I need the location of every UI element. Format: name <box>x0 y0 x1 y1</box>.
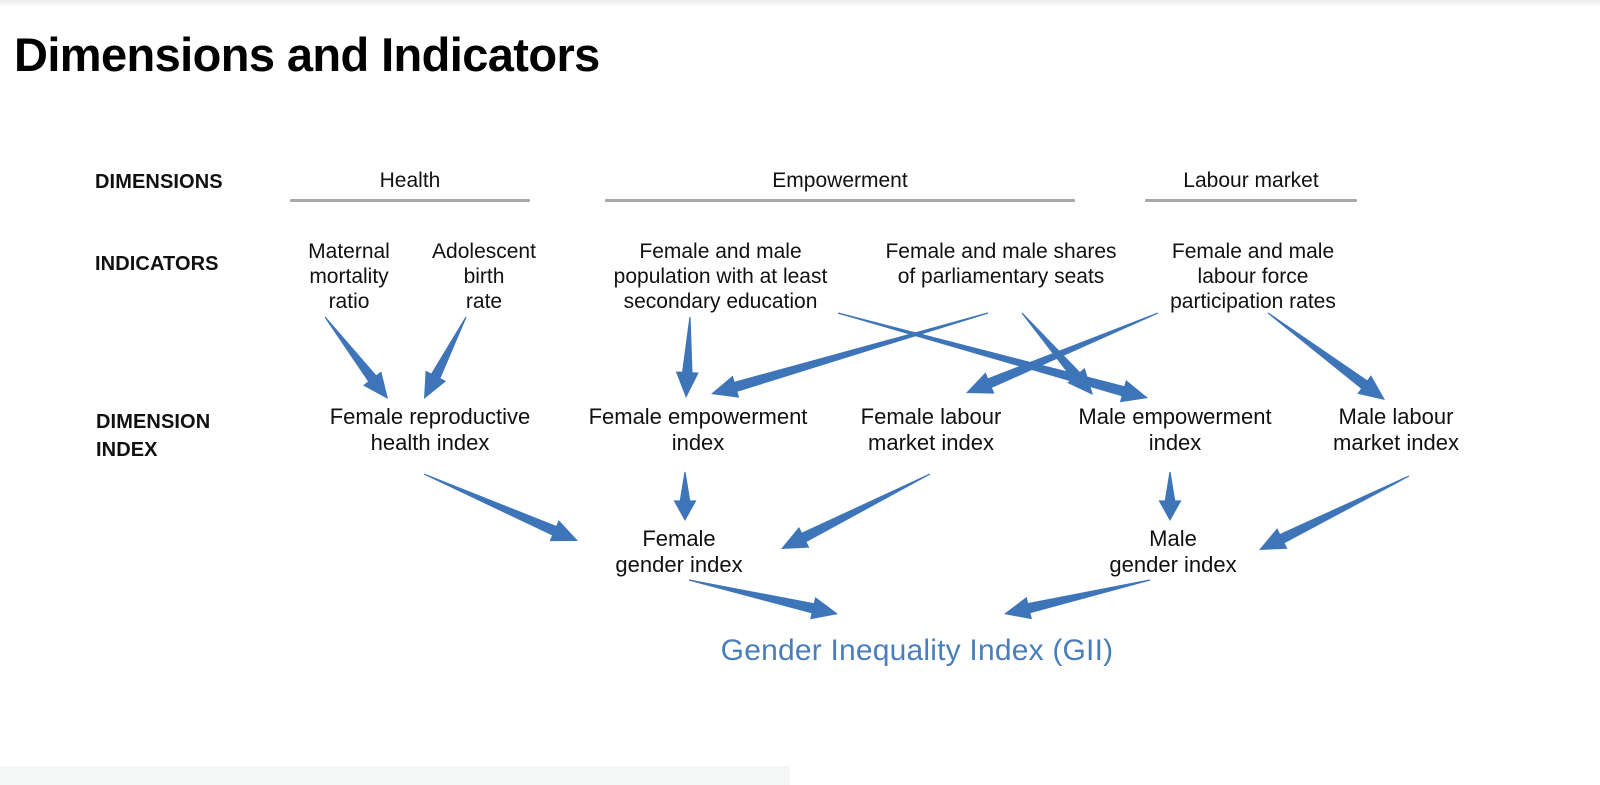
gender-inequality-index-node: Gender Inequality Index (GII) <box>720 634 1114 667</box>
top-chrome-strip <box>0 0 1600 7</box>
arrow-female-health-to-female-gender <box>423 473 578 542</box>
dimension-index-male-empowerment-index: Male empowerment index <box>1078 404 1272 455</box>
indicator-secondary-education: Female and male population with at least… <box>613 240 828 313</box>
dimension-header-empowerment: Empowerment <box>772 169 908 192</box>
arrow-male-empowerment-to-male-gender <box>1158 472 1182 521</box>
gender-index-female-gender-index: Female gender index <box>615 526 743 577</box>
dimension-rule-labour-market <box>1145 199 1357 202</box>
dimension-rule-health <box>290 199 530 202</box>
bottom-chrome-strip <box>0 766 790 785</box>
arrow-labour-to-female-labour-index <box>966 312 1159 394</box>
indicator-labour-force-participation: Female and male labour force participati… <box>1170 240 1336 313</box>
dimension-index-male-labour-market-index: Male labour market index <box>1333 404 1459 455</box>
arrow-seats-to-female-empowerment <box>711 312 989 398</box>
page-title: Dimensions and Indicators <box>14 28 600 81</box>
row-label-indicators: INDICATORS <box>95 253 219 275</box>
arrow-adolescent-to-female-health <box>424 316 467 399</box>
arrow-female-labour-to-female-gender <box>781 473 931 549</box>
dimension-index-female-reproductive-health-index: Female reproductive health index <box>329 404 531 455</box>
gender-index-male-gender-index: Male gender index <box>1109 526 1237 577</box>
dimension-header-labour-market: Labour market <box>1183 169 1319 192</box>
arrow-education-to-male-empowerment <box>837 312 1148 403</box>
row-label-dimensions: DIMENSIONS <box>95 171 223 193</box>
arrow-seats-to-male-empowerment <box>1021 312 1093 395</box>
dimension-index-female-empowerment-index: Female empowerment index <box>588 404 808 455</box>
dimension-header-health: Health <box>379 169 441 192</box>
arrow-male-gender-to-gii <box>1004 579 1151 620</box>
row-label-dimension-index: DIMENSION INDEX <box>96 411 211 461</box>
dimension-index-female-labour-market-index: Female labour market index <box>860 404 1002 455</box>
arrow-male-labour-to-male-gender <box>1259 475 1410 550</box>
indicator-maternal-mortality-ratio: Maternal mortality ratio <box>308 240 390 313</box>
arrow-female-empowerment-to-female-gender <box>673 472 697 521</box>
indicator-parliamentary-seats: Female and male shares of parliamentary … <box>885 240 1117 288</box>
arrow-female-gender-to-gii <box>688 579 838 620</box>
arrow-education-to-female-empowerment <box>675 316 699 398</box>
indicator-adolescent-birth-rate: Adolescent birth rate <box>432 240 536 313</box>
arrow-labour-to-male-labour-index <box>1267 312 1385 400</box>
dimension-rule-empowerment <box>605 199 1075 202</box>
arrow-maternal-to-female-health <box>324 316 388 399</box>
